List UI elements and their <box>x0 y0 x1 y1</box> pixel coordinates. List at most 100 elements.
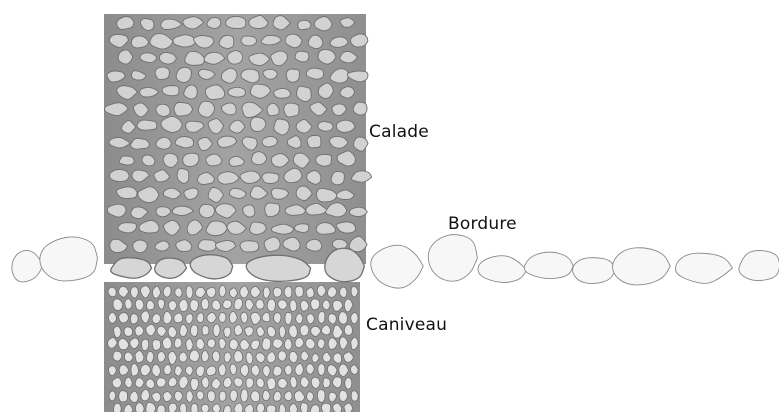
caniveau-stone <box>267 405 276 412</box>
bordure-stone <box>573 258 616 284</box>
caniveau-stone <box>321 403 330 412</box>
caniveau-stone <box>108 287 116 296</box>
caniveau-stone <box>202 377 209 388</box>
caniveau-stone <box>180 403 187 412</box>
calade-stone <box>274 88 291 98</box>
bordure-stone <box>246 255 310 281</box>
calade-stone <box>137 120 157 130</box>
calade-stone <box>262 173 279 184</box>
caniveau-stone <box>157 352 165 362</box>
calade-stone <box>131 138 150 149</box>
caniveau-stone <box>295 286 303 297</box>
caniveau-stone <box>218 364 226 376</box>
caniveau-stone <box>246 352 253 364</box>
caniveau-stone <box>234 378 243 387</box>
caniveau-stone <box>119 391 128 402</box>
caniveau-stone <box>262 338 271 350</box>
caniveau-stone <box>289 325 298 338</box>
caniveau-stone <box>179 299 188 311</box>
caniveau-stone <box>339 390 348 401</box>
caniveau-stone <box>146 351 153 362</box>
bordure-stone <box>40 237 98 281</box>
calade-stone <box>240 171 261 183</box>
calade-stone <box>340 87 355 98</box>
caniveau-stone <box>317 390 325 403</box>
calade-stone <box>353 102 367 115</box>
caniveau-stone <box>119 313 129 323</box>
caniveau-stone <box>344 325 352 336</box>
caniveau-stone <box>284 339 292 350</box>
caniveau-stone <box>278 351 287 361</box>
caniveau-stone <box>190 300 199 312</box>
caniveau-stone <box>162 337 171 349</box>
calade-stone <box>118 223 137 233</box>
caniveau-stone <box>278 300 287 310</box>
calade-stone <box>250 222 267 234</box>
caniveau-stone <box>202 326 209 335</box>
calade-stone <box>162 86 179 96</box>
caniveau-stone <box>135 299 144 310</box>
caniveau-stone <box>201 298 209 309</box>
caniveau-stone <box>124 327 133 337</box>
caniveau-stone <box>267 299 275 312</box>
calade-stone <box>262 136 277 146</box>
calade-stone <box>133 240 148 253</box>
caniveau-stone <box>125 299 132 309</box>
caniveau-stone <box>169 403 178 412</box>
caniveau-stone <box>168 301 176 311</box>
calade-stone <box>264 237 280 252</box>
calade-stone <box>295 224 309 233</box>
caniveau-stone <box>206 287 215 297</box>
caniveau-stone <box>290 300 297 312</box>
caniveau-stone <box>230 364 237 375</box>
caniveau-stone <box>273 391 281 401</box>
calade-stone <box>241 36 257 46</box>
caniveau-stone <box>267 378 276 390</box>
calade-cobblestones <box>104 14 372 264</box>
caniveau-stone <box>273 366 282 376</box>
caniveau-stone <box>311 377 320 388</box>
caniveau-stone <box>285 365 292 375</box>
caniveau-stone <box>351 313 358 324</box>
caniveau-stone <box>109 391 116 401</box>
caniveau-stone <box>213 324 220 337</box>
calade-stone <box>286 69 299 82</box>
caniveau-stone <box>190 325 197 337</box>
caniveau-stone <box>201 404 209 412</box>
caniveau-stone <box>300 325 309 336</box>
calade-stone <box>173 35 196 47</box>
calade-stone <box>206 221 227 236</box>
caniveau-stone <box>175 288 182 297</box>
calade-stone <box>155 67 169 80</box>
caniveau-stone <box>256 299 264 309</box>
caniveau-stone <box>207 339 215 348</box>
caniveau-stone <box>207 391 215 402</box>
caniveau-stone <box>130 287 138 298</box>
caniveau-stone <box>164 364 172 374</box>
calade-stone <box>331 171 344 184</box>
bordure-stone <box>675 253 732 283</box>
caniveau-stone <box>191 403 198 412</box>
bordure-label: Bordure <box>448 214 517 234</box>
calade-stone <box>250 117 266 132</box>
caniveau-stone <box>212 351 220 362</box>
caniveau-stone <box>296 314 303 324</box>
caniveau-stone <box>152 314 161 324</box>
caniveau-stone <box>146 300 154 309</box>
calade-stone <box>228 87 246 97</box>
caniveau-stone <box>322 300 330 310</box>
calade-stone <box>240 241 259 252</box>
bordure-stone <box>371 245 424 288</box>
calade-stone <box>226 16 246 28</box>
caniveau-stone <box>157 378 166 387</box>
caniveau-stone <box>212 300 221 310</box>
caniveau-stone <box>113 326 121 337</box>
caniveau-stone <box>114 403 122 412</box>
calade-stone <box>306 239 322 251</box>
caniveau-stone <box>351 391 358 401</box>
caniveau-stone <box>163 286 171 297</box>
bordure-stone <box>613 248 671 285</box>
calade-stone <box>116 187 137 199</box>
caniveau-stone <box>318 312 325 324</box>
bordure-stone <box>190 255 232 279</box>
